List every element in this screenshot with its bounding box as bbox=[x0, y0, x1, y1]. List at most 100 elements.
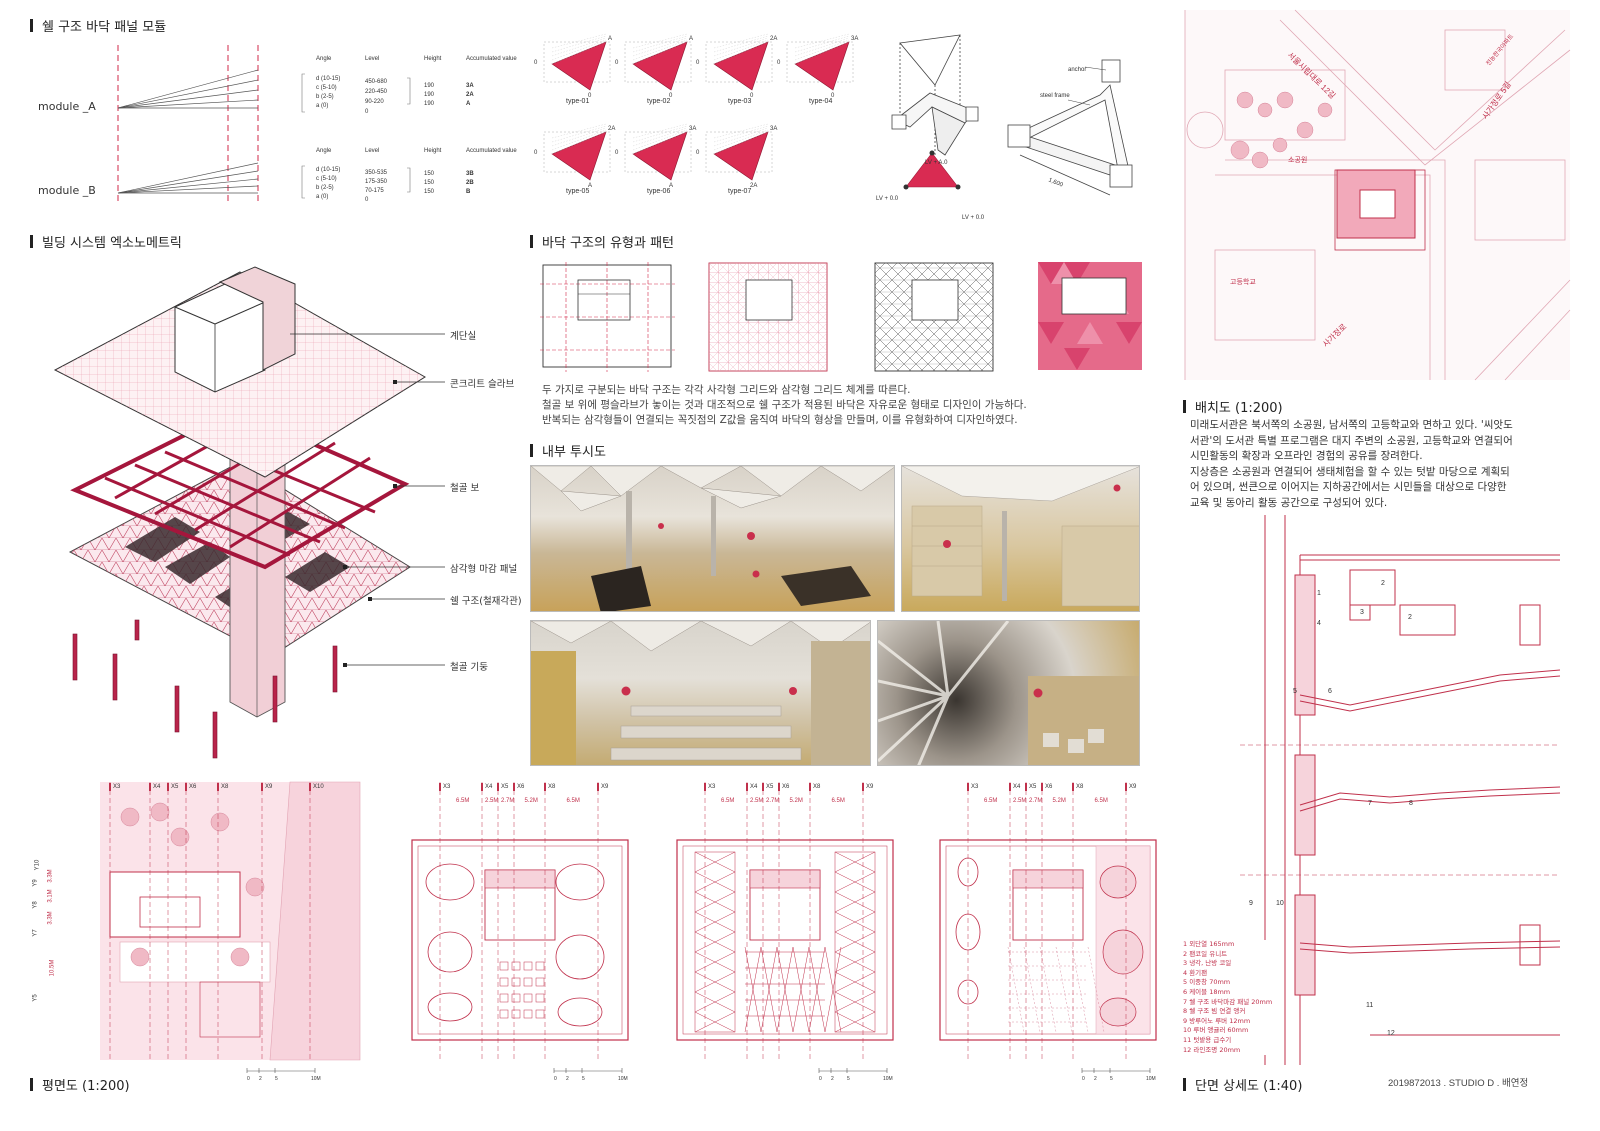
height-a-1: 190 bbox=[424, 92, 435, 98]
module-b-label: module _B bbox=[38, 184, 96, 197]
header-accum-a: Accumulated value bbox=[466, 56, 517, 62]
grid-axis-label: X5 bbox=[171, 784, 179, 790]
legend-item: 12 라인조명 20mm bbox=[1183, 1045, 1241, 1054]
height-b-1: 150 bbox=[424, 180, 435, 186]
site-desc-4: 어 있으며, 썬큰으로 이어지는 지하공간에서는 시민들을 대상으로 다양한 bbox=[1190, 481, 1507, 493]
grid-axis-marker bbox=[778, 783, 780, 791]
dimension-label: 2.5M bbox=[1013, 798, 1027, 804]
height-a-0: 190 bbox=[424, 83, 435, 89]
dimension-label: 2.5M bbox=[750, 798, 764, 804]
grid-axis-label: X3 bbox=[113, 784, 121, 790]
table-brackets bbox=[301, 73, 411, 199]
sec-num-8: 8 bbox=[1409, 800, 1413, 807]
grid-axis-marker bbox=[217, 783, 219, 791]
legend-item: 7 쉘 구조 바닥마감 패널 20mm bbox=[1183, 997, 1273, 1006]
header-height-b: Height bbox=[424, 148, 442, 154]
panel-type-label: 3A bbox=[770, 126, 778, 132]
dimension-label: 6.5M bbox=[1094, 798, 1108, 804]
panel-type-label: 0 bbox=[588, 93, 592, 99]
lv-label-0: LV + A.0 bbox=[925, 160, 948, 166]
interior-title: 내부 투시도 bbox=[530, 441, 606, 460]
section-title: 단면 상세도 (1:40) bbox=[1183, 1075, 1302, 1094]
axo-label-slab: 콘크리트 슬라브 bbox=[450, 379, 515, 390]
grid-axis-label: X3 bbox=[708, 784, 716, 790]
scale-label: 10M bbox=[1146, 1076, 1156, 1082]
grid-axis-label: X6 bbox=[517, 784, 525, 790]
sec-num-9: 9 bbox=[1249, 900, 1253, 907]
scale-bar bbox=[246, 1068, 316, 1073]
panel-type-label: A bbox=[588, 183, 593, 189]
grid-axis-label: X6 bbox=[782, 784, 790, 790]
scale-label: 0 bbox=[554, 1076, 557, 1082]
sec-num-12: 12 bbox=[1387, 1030, 1395, 1037]
dimension-label: 2.7M bbox=[1029, 798, 1043, 804]
panel-type-label: 0 bbox=[750, 93, 754, 99]
steel-frame-diagram bbox=[891, 34, 1133, 196]
grid-axis-marker bbox=[513, 783, 515, 791]
grid-axis-marker bbox=[809, 783, 811, 791]
lv-label-1: LV + 0.0 bbox=[876, 196, 899, 202]
panel-type-type-07 bbox=[705, 123, 773, 181]
level-a-0: 450-680 bbox=[365, 79, 388, 85]
floor-type-triangle-grid bbox=[874, 262, 994, 372]
grid-axis-label: X9 bbox=[601, 784, 609, 790]
grid-axis-marker bbox=[1125, 783, 1127, 791]
angle-b-0: d (10-15) bbox=[316, 167, 341, 173]
scale-bar bbox=[1081, 1068, 1151, 1073]
level-b-3: 0 bbox=[365, 197, 369, 203]
panel-type-name: type-02 bbox=[647, 98, 671, 105]
angle-b-3: a (0) bbox=[316, 194, 329, 200]
panel-type-label: A bbox=[689, 36, 694, 42]
grid-axis-y-label: Y10 bbox=[34, 859, 41, 871]
dimension-label: 6.5M bbox=[721, 798, 735, 804]
scale-label: 5 bbox=[582, 1076, 585, 1082]
grid-axis-label: X6 bbox=[189, 784, 197, 790]
grid-axis-label: X5 bbox=[501, 784, 509, 790]
scale-bar bbox=[553, 1068, 623, 1073]
scale-label: 2 bbox=[1094, 1076, 1097, 1082]
sec-num-2: 2 bbox=[1381, 580, 1385, 587]
panel-type-label: 0 bbox=[615, 150, 619, 156]
dimension-label: 6.5M bbox=[831, 798, 845, 804]
panel-type-type-04 bbox=[786, 33, 854, 91]
level-a-3: 0 bbox=[365, 109, 369, 115]
grid-axis-marker bbox=[597, 783, 599, 791]
grid-axis-label: X5 bbox=[1029, 784, 1037, 790]
header-level-b: Level bbox=[365, 148, 380, 154]
floor-types-title: 바닥 구조의 유형과 패턴 bbox=[530, 232, 674, 251]
axo-label-panel: 삼각형 마감 패널 bbox=[450, 564, 518, 575]
panel-type-type-03 bbox=[705, 33, 773, 91]
panel-type-type-02 bbox=[624, 33, 692, 91]
grid-axis-marker bbox=[109, 783, 111, 791]
steel-frame-label: steel frame bbox=[1040, 93, 1070, 99]
grid-axis-label: X8 bbox=[548, 784, 556, 790]
plans-title: 평면도 (1:200) bbox=[30, 1075, 130, 1094]
floor-plan-1 bbox=[100, 781, 361, 1061]
scale-label: 0 bbox=[1082, 1076, 1085, 1082]
scale-label: 5 bbox=[1110, 1076, 1113, 1082]
scale-label: 0 bbox=[247, 1076, 250, 1082]
legend-item: 2 팬코일 유니트 bbox=[1183, 949, 1228, 958]
legend-item: 6 케이블 18mm bbox=[1183, 987, 1231, 996]
grid-axis-label: X4 bbox=[485, 784, 493, 790]
legend-item: 4 환기팬 bbox=[1183, 968, 1208, 977]
panel-title: 쉘 구조 바닥 패널 모듈 bbox=[30, 16, 166, 35]
panel-type-type-01 bbox=[543, 33, 611, 91]
grid-axis-marker bbox=[497, 783, 499, 791]
grid-axis-y-label: Y9 bbox=[32, 879, 39, 887]
dimension-label: 2.7M bbox=[501, 798, 515, 804]
dimension-y-label: 10.5M bbox=[49, 959, 56, 977]
grid-axis-marker bbox=[149, 783, 151, 791]
panel-type-label: 0 bbox=[615, 60, 619, 66]
grid-axis-label: X8 bbox=[813, 784, 821, 790]
site-desc-0: 미래도서관은 북서쪽의 소공원, 남서쪽의 고등학교와 면하고 있다. '씨앗도 bbox=[1190, 419, 1513, 431]
accum-a-1: 2A bbox=[466, 92, 474, 98]
axo-label-shell: 쉘 구조(철재각관) bbox=[450, 596, 522, 607]
height-a-2: 190 bbox=[424, 101, 435, 107]
panel-type-type-05 bbox=[543, 123, 611, 181]
floor-type-square-pattern bbox=[708, 262, 828, 372]
scale-label: 10M bbox=[618, 1076, 628, 1082]
map-label-school: 고등학교 bbox=[1230, 279, 1256, 286]
grid-axis-marker bbox=[261, 783, 263, 791]
grid-axis-label: X9 bbox=[265, 784, 273, 790]
